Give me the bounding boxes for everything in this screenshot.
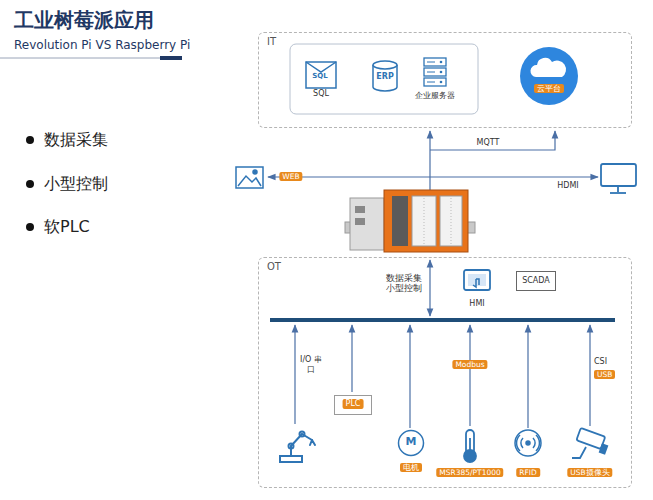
web-hdmi-line bbox=[268, 176, 598, 177]
page-title: 工业树莓派应用 bbox=[14, 8, 154, 32]
cloud-platform-node: 云平台 bbox=[519, 46, 579, 106]
web-picture-icon bbox=[236, 167, 263, 188]
uplink-line bbox=[429, 131, 430, 190]
protocol-tag: Modbus bbox=[452, 360, 487, 369]
title-rule-accent bbox=[160, 56, 182, 60]
revolution-pi-device bbox=[345, 190, 475, 252]
usb-camera-icon bbox=[572, 428, 607, 458]
enterprise-group-box bbox=[290, 44, 478, 114]
interface-label: I/O 串口 bbox=[300, 355, 322, 374]
function-label: 数据采集 小型控制 bbox=[384, 273, 424, 293]
node-label: 企业服务器 bbox=[415, 91, 455, 100]
robot-arm-icon bbox=[280, 432, 315, 463]
node-label: M bbox=[406, 435, 417, 448]
interface-tag: USB bbox=[594, 370, 615, 379]
protocol-label: MQTT bbox=[477, 138, 500, 148]
subtitle: Revolution Pi VS Raspberry Pi bbox=[14, 38, 190, 52]
tag-label: 云平台 bbox=[534, 84, 564, 93]
server-node: 企业服务器 bbox=[411, 55, 459, 111]
bullet-dot bbox=[26, 223, 34, 231]
title-rule bbox=[0, 58, 160, 59]
rfid-icon bbox=[515, 430, 541, 456]
tag-label: PLC bbox=[343, 399, 364, 409]
scada-box: SCADA bbox=[516, 271, 556, 291]
ot-link-line bbox=[429, 260, 430, 316]
plc-box: PLC bbox=[334, 395, 372, 415]
field-bus bbox=[270, 318, 615, 322]
device-tag: MSR385/PT1000 bbox=[436, 468, 503, 477]
node-label: SCADA bbox=[522, 276, 550, 286]
region-title: OT bbox=[267, 261, 281, 273]
motor-node: M 电机 bbox=[391, 429, 431, 481]
protocol-tag: WEB bbox=[279, 172, 302, 181]
device-tag: RFID bbox=[516, 468, 540, 477]
icon-text: SQL bbox=[312, 72, 327, 80]
region-title: IT bbox=[267, 36, 276, 48]
mqtt-line bbox=[430, 131, 555, 150]
bullet-text: 小型控制 bbox=[44, 174, 108, 193]
bullet-dot bbox=[26, 136, 34, 144]
bullet-text: 数据采集 bbox=[44, 130, 108, 149]
tag-label: 电机 bbox=[400, 463, 422, 472]
field-arrows bbox=[295, 325, 590, 428]
node-label: SQL bbox=[313, 89, 329, 99]
thermometer-icon bbox=[464, 430, 476, 462]
bullet-dot bbox=[26, 180, 34, 188]
node-label: HMI bbox=[469, 299, 484, 309]
node-label: ERP bbox=[376, 72, 394, 82]
monitor-icon bbox=[601, 164, 636, 193]
device-tag: USB摄像头 bbox=[567, 468, 612, 477]
interface-label: CSI bbox=[594, 357, 607, 367]
bullet-text: 软PLC bbox=[44, 217, 90, 236]
interface-label: HDMI bbox=[557, 181, 578, 191]
erp-database-node: ERP bbox=[371, 59, 399, 93]
hmi-node: HMI bbox=[459, 267, 495, 313]
